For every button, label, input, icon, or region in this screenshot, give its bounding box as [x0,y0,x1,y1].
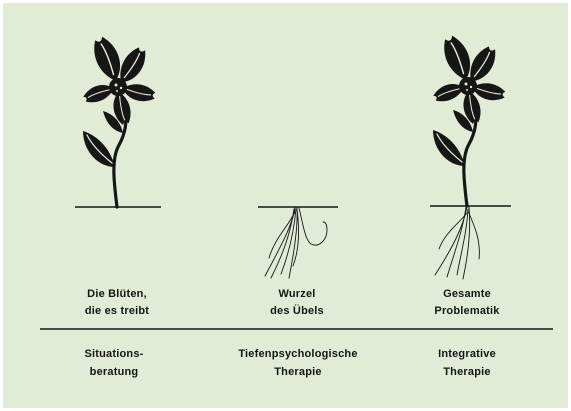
flower-center-dot [465,83,468,86]
column-2-top-label-line-2: des Übels [270,304,324,317]
column-1-top-label-line-2: die es treibt [85,305,149,317]
flower-center-dot [120,87,122,89]
column-2-bottom-label-line-2: Therapie [274,366,321,378]
column-3-top-label-line-2: Problematik [434,305,500,317]
column-3-top-label-line-1: Gesamte [443,288,491,300]
column-1-bottom-label-line-1: Situations- [84,348,143,360]
column-1-bottom-label-line-2: beratung [90,366,139,378]
flower-center-dot [470,86,472,88]
column-3-bottom-label-line-2: Therapie [443,366,490,378]
column-3-bottom-label-line-1: Integrative [438,348,496,360]
column-2-bottom-label-line-1: Tiefenpsychologische [238,348,357,360]
flower-center-dot [116,90,118,92]
column-1-top-label-line-1: Die Blüten, [87,288,147,300]
flower-center-dot [466,89,468,91]
flower-center [459,77,477,95]
column-2-top-label-line-1: Wurzel [278,288,315,300]
flower-center-dot [115,84,118,87]
flower-center [109,78,127,96]
